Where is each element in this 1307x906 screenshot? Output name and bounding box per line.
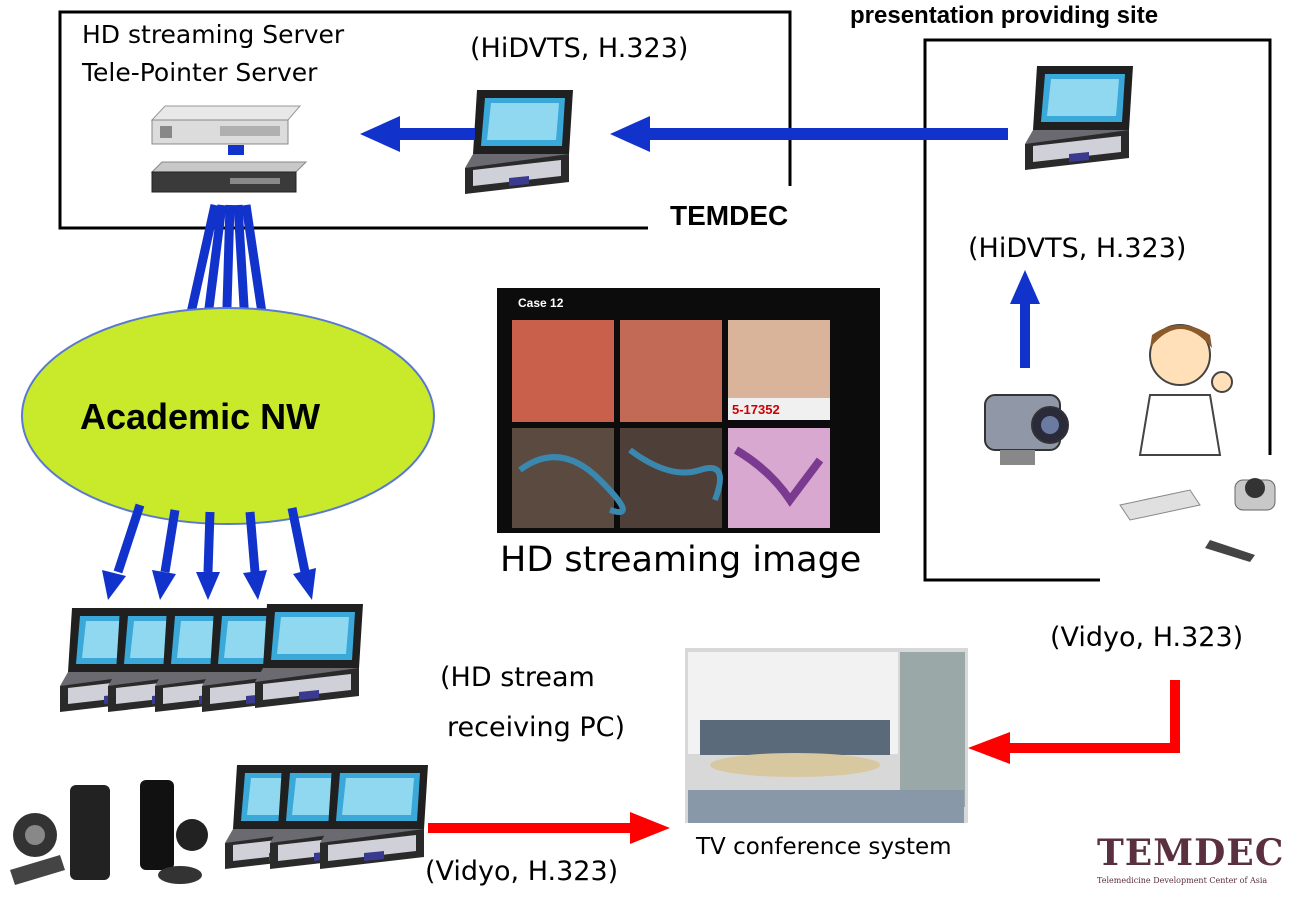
temdec-logo-subtitle: Telemedicine Development Center of Asia — [1097, 876, 1268, 885]
presentation-site-frame — [923, 38, 1272, 582]
red-arrow-laptops-to-tv — [428, 812, 670, 844]
presentation-laptop-icon — [1025, 66, 1133, 170]
temdec-site-label: TEMDEC — [670, 200, 789, 231]
temdec-logo: TEMDEC — [1097, 832, 1285, 874]
red-arrow-vidyo-to-tv — [968, 680, 1180, 764]
conference-codec-icon — [1119, 478, 1276, 562]
doctor-icon — [1138, 324, 1233, 456]
vidyo-laptops — [225, 765, 428, 869]
streaming-image-caption: HD streaming image — [500, 540, 862, 580]
streaming-server-icon — [150, 105, 302, 145]
vidyo-label-bottom: (Vidyo, H.323) — [425, 856, 619, 887]
presentation-protocol-label: (HiDVTS, H.323) — [968, 233, 1187, 264]
vidyo-label-right: (Vidyo, H.323) — [1050, 622, 1244, 653]
blue-arrow-presentation-to-temdec — [610, 116, 1008, 152]
receiving-laptops — [60, 604, 363, 712]
hd-streaming-image — [497, 288, 880, 533]
temdec-laptop-icon — [465, 90, 573, 194]
network-to-receiver-arrows — [102, 503, 316, 600]
presentation-site-title: presentation providing site — [850, 2, 1159, 29]
ruler-text: 5-17352 — [732, 402, 780, 417]
blue-arrow-camera-up — [1010, 270, 1040, 368]
temdec-protocol-label: (HiDVTS, H.323) — [470, 33, 689, 64]
server-title-line1: HD streaming Server — [82, 20, 345, 49]
academic-network-label: Academic NW — [80, 396, 321, 437]
case-label: Case 12 — [518, 296, 564, 310]
blue-arrow-laptop-to-server — [360, 116, 475, 152]
receivers-label-line1: (HD stream — [440, 662, 595, 693]
tv-conference-caption: TV conference system — [696, 834, 952, 860]
vidyo-devices-icon — [10, 780, 208, 885]
academic-network-ellipse — [21, 307, 435, 525]
server-title-line2: Tele-Pointer Server — [82, 58, 318, 87]
receivers-label-line2: receiving PC) — [447, 712, 626, 743]
temdec-site-frame — [58, 10, 792, 230]
server-connector — [228, 145, 244, 155]
video-camera-icon — [984, 394, 1069, 465]
tv-conference-screenshot — [685, 648, 968, 823]
pointer-server-icon — [150, 161, 308, 193]
